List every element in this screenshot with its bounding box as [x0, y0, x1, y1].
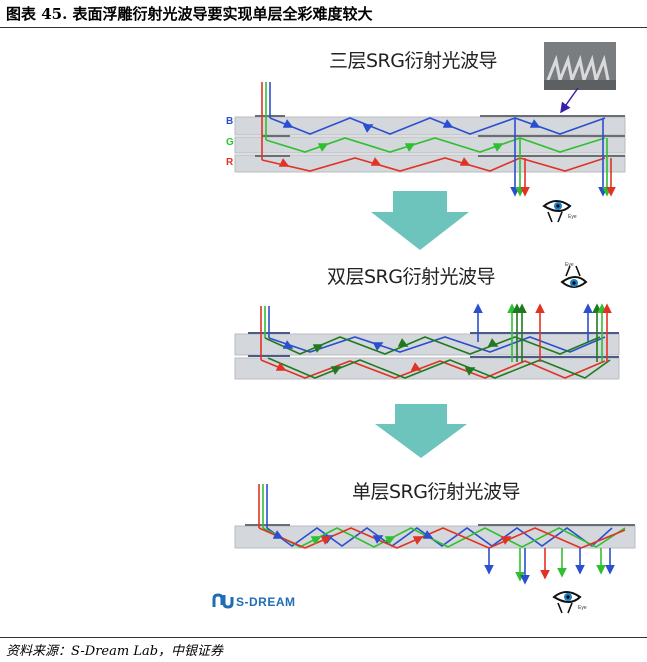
blue-beam-path: [268, 336, 606, 353]
eye-icon: [560, 265, 588, 288]
eye-caption: Eye: [568, 214, 577, 220]
layer-label-b: B: [226, 116, 234, 127]
incoming-beams: [258, 484, 268, 528]
waveguide-plate-single: [234, 525, 636, 549]
incoming-beams: [260, 306, 270, 360]
blue-beam-path: [269, 117, 606, 135]
waveguide-plate-red: [234, 154, 626, 173]
gratings: [255, 115, 625, 157]
figure-title: 图表 45. 表面浮雕衍射光波导要实现单层全彩难度较大: [6, 5, 373, 23]
section-label-three-layer: 三层SRG衍射光波导: [329, 50, 498, 72]
source-note: 资料来源：S-Dream Lab，中银证券: [6, 644, 224, 659]
red-beam-path: [260, 359, 606, 379]
bottom-rule: [0, 637, 647, 638]
section-label-two-layer: 双层SRG衍射光波导: [327, 266, 496, 288]
outgoing-beams: [484, 548, 615, 585]
eye-caption: Eye: [565, 262, 574, 268]
inset-pointer-arrow: [560, 87, 579, 114]
waveguide-plate-blue: [234, 116, 626, 136]
three-layer-section: Eye: [234, 42, 626, 223]
outgoing-beams: [510, 118, 616, 197]
grating-sem-image: [544, 42, 616, 90]
logo-text: S-DREAM: [236, 595, 296, 609]
red-beam-path: [261, 157, 606, 172]
top-rule: [0, 27, 647, 28]
green-beam-path: [262, 527, 626, 548]
s-dream-logo-icon: [212, 593, 234, 609]
eye-caption: Eye: [578, 605, 587, 611]
outgoing-beams: [473, 303, 612, 362]
section-label-single-layer: 单层SRG衍射光波导: [352, 481, 521, 503]
layer-label-g: G: [226, 137, 234, 148]
single-layer-section: Eye: [234, 484, 636, 614]
layer-label-r: R: [226, 157, 234, 168]
eye-icon: [552, 591, 582, 614]
eye-icon: [542, 200, 572, 223]
dark-green-beam-lower: [267, 357, 611, 379]
two-layer-section: Eye: [234, 262, 620, 380]
incoming-beams: [261, 82, 271, 160]
transition-arrow-1: [371, 191, 469, 250]
transition-arrow-2: [375, 404, 467, 458]
